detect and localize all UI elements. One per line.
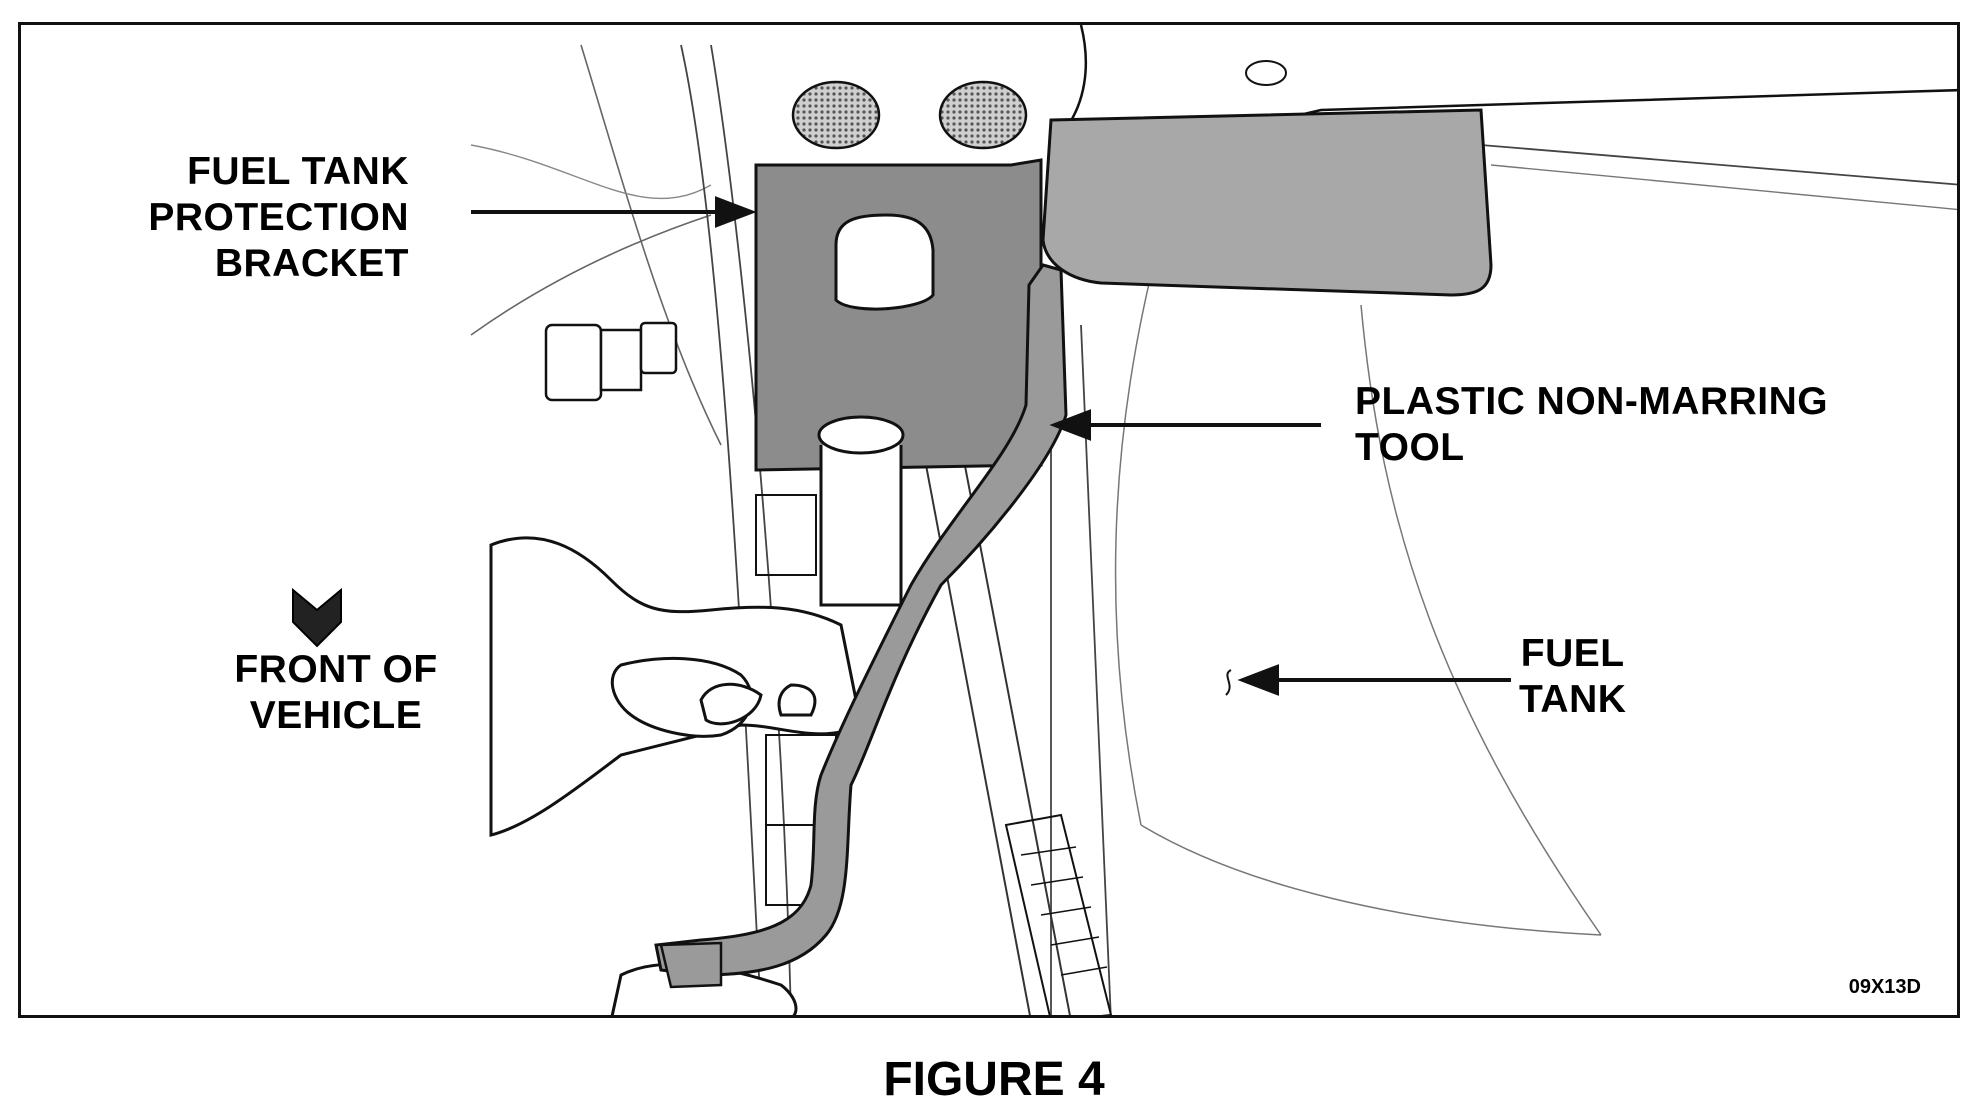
figure-caption: FIGURE 4 bbox=[883, 1053, 1105, 1106]
fuel-tank-protection-bracket bbox=[754, 158, 1043, 472]
label-plastic-non-marring-tool: PLASTIC NON-MARRING TOOL bbox=[1355, 380, 1829, 469]
illustration bbox=[292, 25, 1957, 1015]
tank-shield-panel bbox=[1041, 108, 1493, 297]
label-front-of-vehicle: FRONT OF VEHICLE bbox=[234, 648, 438, 737]
figure-frame: FUEL TANK PROTECTION BRACKET PLASTIC NON… bbox=[18, 22, 1960, 1018]
label-fuel-tank: FUEL TANK bbox=[1519, 632, 1627, 721]
figure-code: 09X13D bbox=[1848, 976, 1921, 998]
front-arrow-icon bbox=[292, 587, 342, 648]
label-fuel-tank-protection-bracket: FUEL TANK PROTECTION BRACKET bbox=[148, 150, 409, 285]
